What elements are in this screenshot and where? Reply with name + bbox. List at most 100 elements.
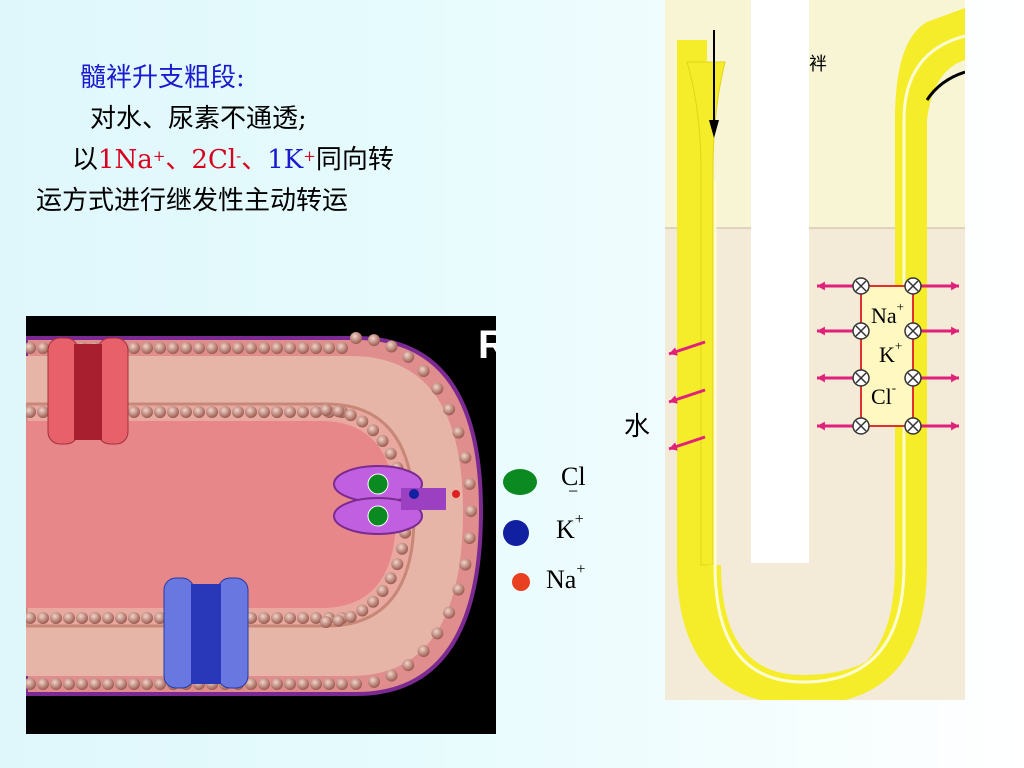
na-charge: + [152,147,166,165]
ion-arrow-right-head [951,373,959,383]
phospholipid-head [344,409,357,422]
phospholipid-head [356,604,369,617]
phospholipid-head [102,678,114,690]
phospholipid-head [63,612,75,624]
phospholipid-head [219,342,231,354]
phospholipid-head [245,342,257,354]
phospholipid-head [193,406,205,418]
phospholipid-head [284,406,296,418]
phospholipid-head [463,477,476,490]
phospholipid-head [154,406,166,418]
phospholipid-head [297,612,309,624]
membrane-svg: R [26,323,496,696]
phospholipid-head [459,451,472,464]
phospholipid-head [384,447,397,460]
phospholipid-head [115,678,127,690]
na-legend-label: Na+ [546,561,586,594]
phospholipid-head [463,532,476,545]
red-channel [47,337,129,445]
phospholipid-head [391,558,404,571]
phospholipid-head [465,505,477,517]
ion-arrow-left-head [817,281,825,291]
ion-arrow-right-head [951,326,959,336]
carrier-cross [907,325,919,337]
k-legend-dot [503,520,529,546]
phospholipid-head [443,403,456,416]
ion-arrow-left-head [817,373,825,383]
phospholipid-head [206,406,218,418]
transporter-box [860,285,914,427]
k-charge: + [303,147,316,165]
phospholipid-head [102,612,114,624]
k-coefficient: 1K [267,145,304,175]
line2-prefix: 以 [72,145,99,175]
phospholipid-head [232,342,244,354]
phospholipid-head [258,342,270,354]
phospholipid-head [452,583,465,596]
phospholipid-head [154,342,166,354]
corner-label: 袢 [809,54,827,75]
phospholipid-head [376,435,389,448]
phospholipid-head [417,365,430,378]
ion-arrow-left-head [817,421,825,431]
phospholipid-head [26,678,36,690]
phospholipid-head [367,595,380,608]
slide-title: 髓袢升支粗段: [80,63,245,93]
phospholipid-head [402,350,415,363]
loop-of-henle-diagram: 袢 [665,0,966,705]
flow-arc [925,70,966,101]
phospholipid-head [128,612,140,624]
phospholipid-head [297,406,309,418]
carrier-cross [907,420,919,432]
phospholipid-head [323,342,335,354]
phospholipid-head [320,404,332,416]
phospholipid-head [344,610,357,623]
phospholipid-head [367,424,380,437]
na-coefficient: 1Na [98,145,153,175]
phospholipid-head [63,678,75,690]
phospholipid-head [141,612,153,624]
cl-legend-dot [503,469,537,495]
lumen-line [713,34,966,684]
phospholipid-head [376,584,389,597]
phospholipid-head [402,659,415,672]
phospholipid-head [26,612,36,624]
phospholipid-head [459,558,472,571]
phospholipid-head [396,542,409,555]
phospholipid-head [37,678,49,690]
phospholipid-head [37,612,49,624]
phospholipid-head [332,405,345,418]
phospholipid-head [206,342,218,354]
ion-arrow-right-head [951,281,959,291]
phospholipid-head [350,332,362,344]
carrier-cross [907,280,919,292]
phospholipid-head [356,415,369,428]
water-arrow-head [669,442,678,451]
phospholipid-head [271,406,283,418]
phospholipid-head [154,678,166,690]
phospholipid-head [297,342,309,354]
carrier-cross [855,280,867,292]
phospholipid-head [417,644,430,657]
phospholipid-head [431,627,444,640]
phospholipid-head [271,678,283,690]
ion-arrow-right-head [951,421,959,431]
phospholipid-head [141,342,153,354]
nkcc-cotransporter [333,465,460,535]
flow-arrow-head [709,120,719,138]
box-k-label: K+ [879,338,903,367]
separator-1: 、 [165,145,192,175]
phospholipid-head [310,612,322,624]
phospholipid-head [284,342,296,354]
phospholipid-head [141,406,153,418]
phospholipid-head [26,342,36,354]
cut-off-letter: R [478,323,496,367]
ion-arrows [817,277,959,435]
phospholipid-head [284,612,296,624]
phospholipid-head [350,678,362,690]
phospholipid-head [310,406,322,418]
cl-legend-label: Cl [561,462,586,491]
water-arrow-head [669,395,678,404]
water-arrows [668,340,706,451]
